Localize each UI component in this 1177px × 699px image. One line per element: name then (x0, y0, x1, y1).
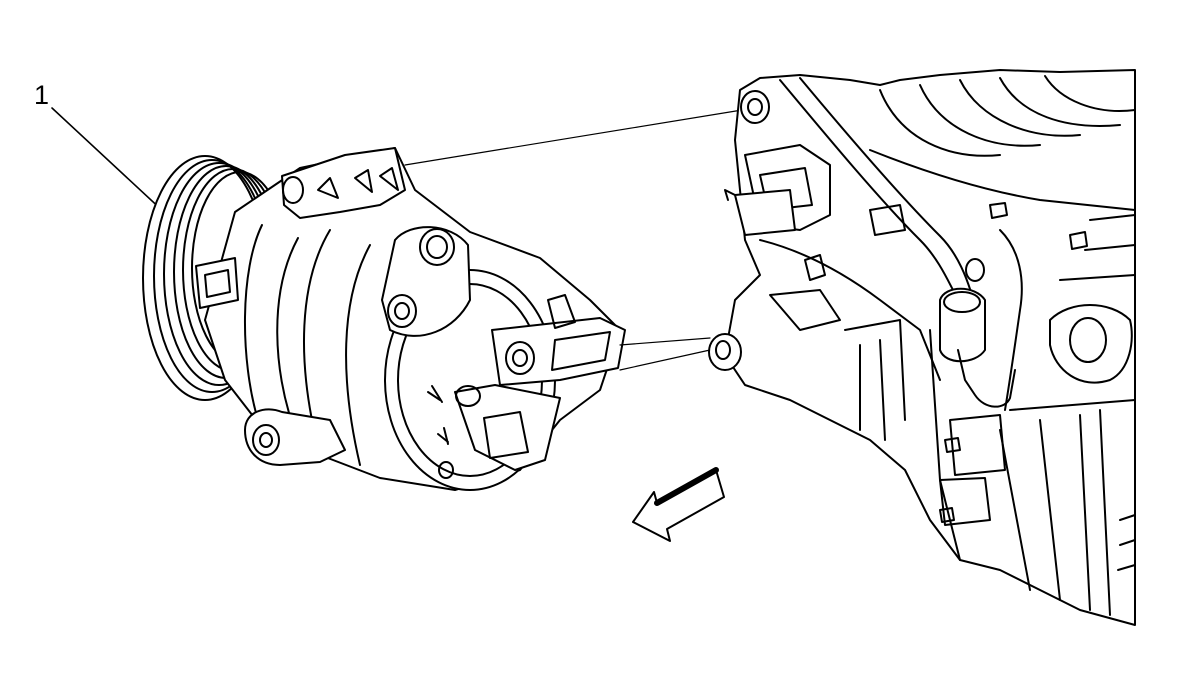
alignment-line-lower-1 (620, 338, 710, 345)
refrigerant-port-block (382, 227, 470, 336)
pressure-switch (455, 385, 560, 470)
lower-mounting-ear (245, 409, 345, 465)
callout-label-1: 1 (34, 80, 50, 110)
callout-leader-line (52, 108, 165, 213)
wiring-connector (940, 289, 985, 362)
ac-compressor (143, 148, 625, 490)
upper-mounting-boss (741, 91, 769, 123)
lower-mounting-boss (709, 334, 741, 370)
alignment-line-lower-2 (620, 350, 710, 370)
upper-mounting-ear (282, 148, 405, 218)
engine-block (709, 70, 1135, 625)
clutch-connector (196, 258, 238, 308)
removal-direction-arrow-icon (633, 470, 724, 541)
alignment-line-upper (405, 110, 742, 165)
